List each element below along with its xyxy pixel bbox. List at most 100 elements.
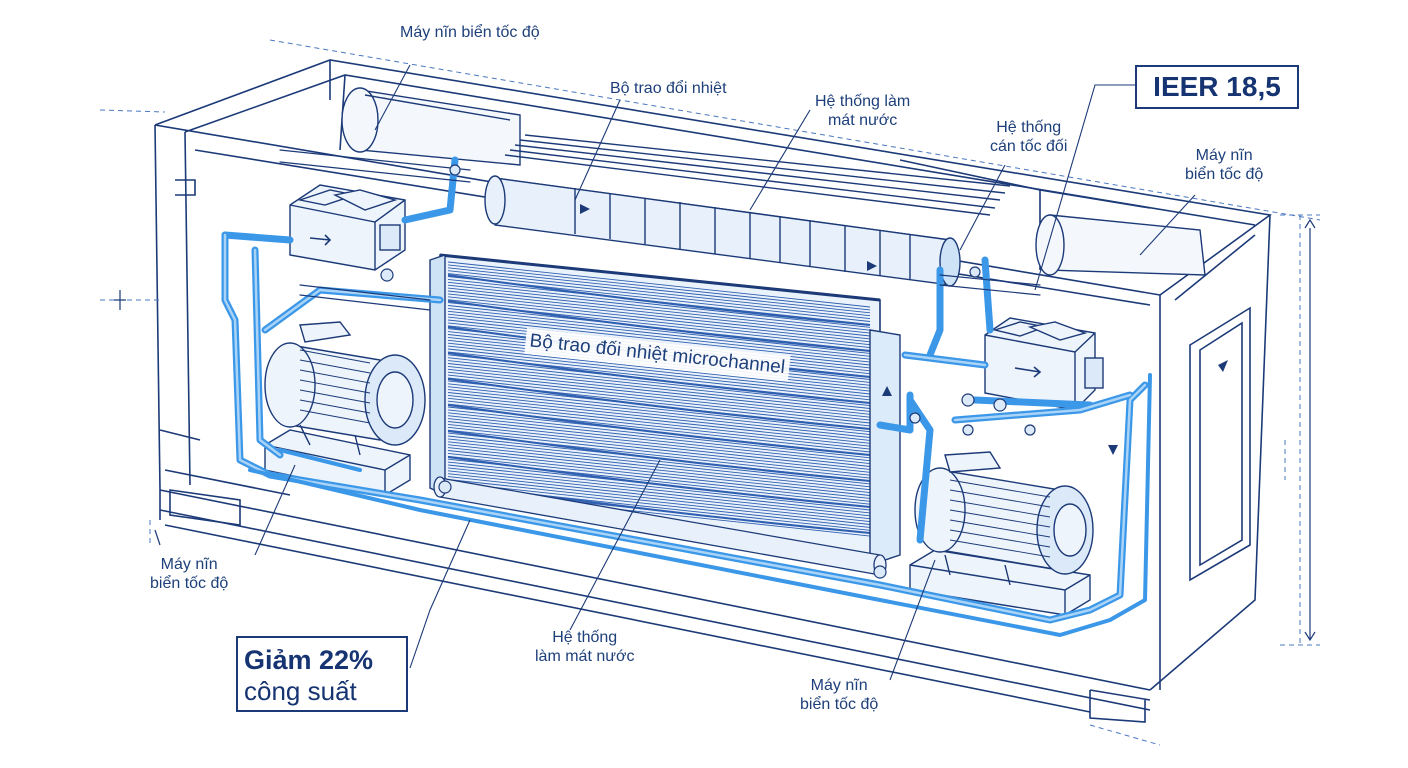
coil-fin <box>447 467 871 514</box>
coil-fin <box>447 270 871 317</box>
coil-fin <box>447 392 871 438</box>
coil-fin <box>447 313 871 360</box>
coil-fin <box>447 278 871 325</box>
coil-fin <box>447 441 871 488</box>
coil-fin <box>447 464 871 511</box>
label-compressor-bottom-line2: biển tốc độ <box>800 696 879 713</box>
coil-fin <box>447 403 871 450</box>
coil-fin <box>447 345 871 392</box>
cabinet-frame <box>154 59 1273 723</box>
label-control-system-line2: cán tốc đối <box>990 138 1068 155</box>
flow-arrows <box>580 204 1228 455</box>
coil-fin <box>447 360 871 407</box>
coil-fin <box>447 354 871 401</box>
coil-fin <box>447 296 871 343</box>
label-compressor-top-text: Máy nĩn biển tốc độ <box>400 24 540 41</box>
ieer-callout: IEER 18,5 <box>1135 65 1299 109</box>
coil-fin <box>447 397 871 444</box>
coil-fin <box>447 389 871 436</box>
ieer-value: IEER 18,5 <box>1153 71 1281 102</box>
label-water-cooling-top-line2: mát nước <box>827 112 898 129</box>
coil-fin <box>447 409 871 456</box>
coil-fin <box>447 293 871 340</box>
pipes <box>221 149 1152 637</box>
coil-fin <box>447 267 871 314</box>
label-water-cooling-bottom-line1: Hệ thống <box>552 629 618 646</box>
coil-fin <box>447 412 871 459</box>
coil-fin <box>447 473 871 520</box>
label-control-system-line1: Hệ thống <box>996 119 1062 136</box>
left-control-box <box>289 184 406 271</box>
coil-fin <box>447 305 871 351</box>
coil-fin <box>447 299 871 346</box>
coil-fin <box>447 261 871 308</box>
coil-fin <box>447 450 871 496</box>
dimension-solid <box>114 218 1316 642</box>
label-compressor-top: Máy nĩn biển tốc độ <box>400 23 540 42</box>
coil-fin <box>447 406 871 453</box>
coil-fin <box>447 421 871 467</box>
coil-fin <box>447 290 871 337</box>
coil-fin <box>447 302 871 349</box>
coil-fin <box>447 481 871 528</box>
coil-fin <box>447 432 871 479</box>
top-header-cylinder <box>484 175 961 287</box>
coil-fin <box>447 310 871 357</box>
label-compressor-left-line1: Máy nĩn <box>160 556 218 573</box>
label-compressor-right-line1: Máy nĩn <box>1195 147 1253 164</box>
coil-fin <box>447 400 871 447</box>
label-compressor-right-line2: biển tốc độ <box>1185 166 1264 183</box>
power-reduction-callout: Giảm 22% công suất <box>236 636 408 712</box>
coil-fin <box>447 479 871 525</box>
leader-lines <box>254 64 1196 681</box>
label-heat-exchanger-top-text: Bộ trao đổi nhiệt <box>610 80 727 97</box>
coil-fin <box>447 447 871 494</box>
coil-fin <box>447 426 871 473</box>
coil-fin <box>447 316 871 363</box>
coil-fin <box>447 365 871 412</box>
coil-fin <box>447 458 871 505</box>
left-tank <box>341 87 521 166</box>
label-water-cooling-top-line1: Hệ thống làm <box>815 93 911 110</box>
coil-fin <box>447 307 871 354</box>
coil-fin <box>447 386 871 433</box>
valves <box>380 164 1036 579</box>
coil-fin <box>447 374 871 421</box>
power-reduction-label: công suất <box>244 676 357 706</box>
coil-fin <box>447 383 871 430</box>
coil-fin <box>447 380 871 427</box>
coil-fin <box>447 470 871 517</box>
right-control-box <box>984 317 1104 411</box>
coil-fin <box>447 371 871 418</box>
coil-fin <box>447 394 871 441</box>
coil-fin <box>447 357 871 404</box>
coil-fin <box>447 284 871 331</box>
coil-fin <box>447 444 871 491</box>
coil-fin <box>447 377 871 424</box>
coil-fin <box>447 363 871 409</box>
coil-fin <box>447 429 871 476</box>
coil-fin <box>447 435 871 482</box>
label-compressor-bottom: Máy nĩn biển tốc độ <box>800 676 878 714</box>
label-compressor-bottom-line1: Máy nĩn <box>810 677 868 694</box>
coil-fin <box>447 287 871 334</box>
right-motor <box>909 451 1094 616</box>
coil-fin <box>447 276 871 322</box>
label-water-cooling-bottom: Hệ thống làm mát nước <box>535 628 634 666</box>
coil-fin <box>447 281 871 328</box>
coil-fin <box>447 423 871 470</box>
coil-fin <box>447 368 871 415</box>
coil-fin <box>447 452 871 499</box>
coil-fin <box>447 476 871 523</box>
label-water-cooling-top: Hệ thống làm mát nước <box>815 92 910 130</box>
label-water-cooling-bottom-line2: làm mát nước <box>535 648 635 665</box>
coil-fin <box>447 415 871 462</box>
power-reduction-value: Giảm 22% <box>244 645 374 675</box>
label-compressor-right: Máy nĩn biển tốc độ <box>1185 146 1263 184</box>
right-tank <box>1035 214 1206 276</box>
label-control-system: Hệ thống cán tốc đối <box>990 118 1067 156</box>
label-heat-exchanger-top: Bộ trao đổi nhiệt <box>610 79 727 98</box>
coil-fin <box>447 461 871 508</box>
left-motor <box>264 321 426 496</box>
